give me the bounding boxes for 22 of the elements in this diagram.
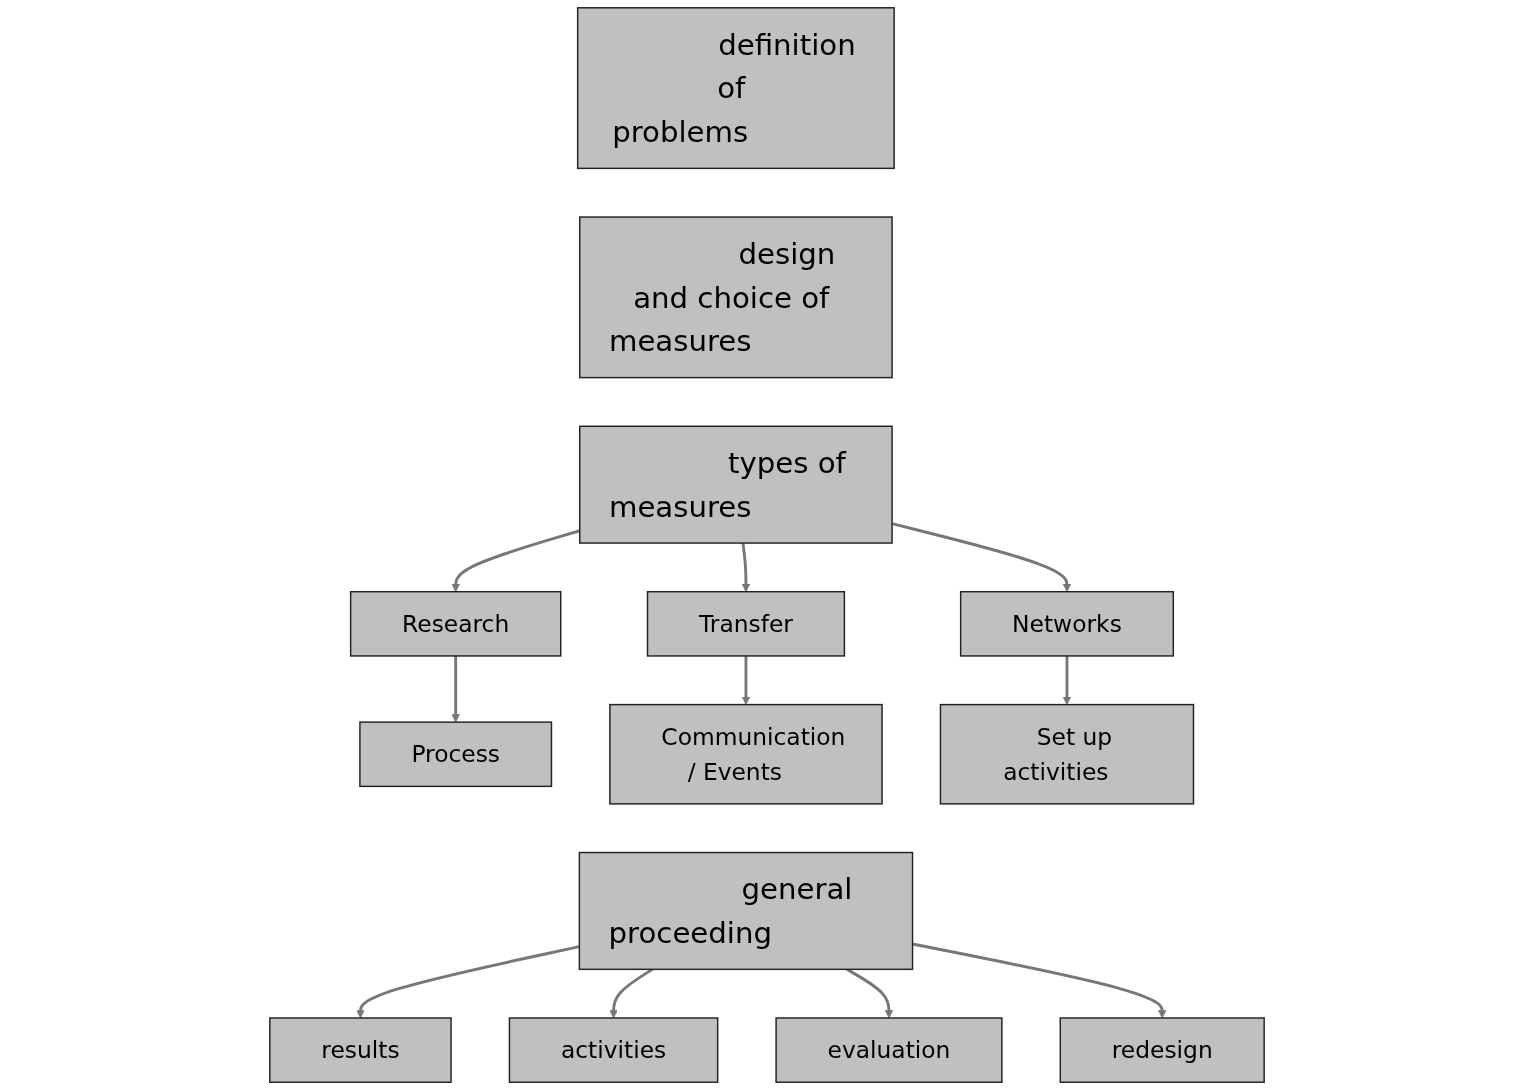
node-box: results xyxy=(269,1017,452,1083)
node-box: redesign xyxy=(1059,1017,1265,1083)
node-box: types of measures xyxy=(579,425,893,544)
arrow xyxy=(609,968,654,1019)
node-box: Communication / Events xyxy=(609,703,883,805)
node-box: definition of problems xyxy=(576,7,895,170)
node-box: Research xyxy=(349,591,562,657)
arrow xyxy=(1062,655,1072,705)
node-box: Transfer xyxy=(646,591,846,657)
node-box: general proceeding xyxy=(578,851,914,971)
node-box: Process xyxy=(359,721,553,788)
arrow xyxy=(356,945,580,1019)
arrow xyxy=(451,655,460,723)
node-box: evaluation xyxy=(775,1017,1003,1083)
arrow xyxy=(741,542,751,593)
node-box: design and choice of measures xyxy=(579,216,893,379)
node-box: activities xyxy=(508,1017,719,1083)
arrow xyxy=(912,942,1167,1019)
node-box: Set up activities xyxy=(939,703,1195,805)
node-box: Networks xyxy=(959,591,1174,657)
arrow xyxy=(846,968,894,1019)
arrow xyxy=(741,655,751,705)
